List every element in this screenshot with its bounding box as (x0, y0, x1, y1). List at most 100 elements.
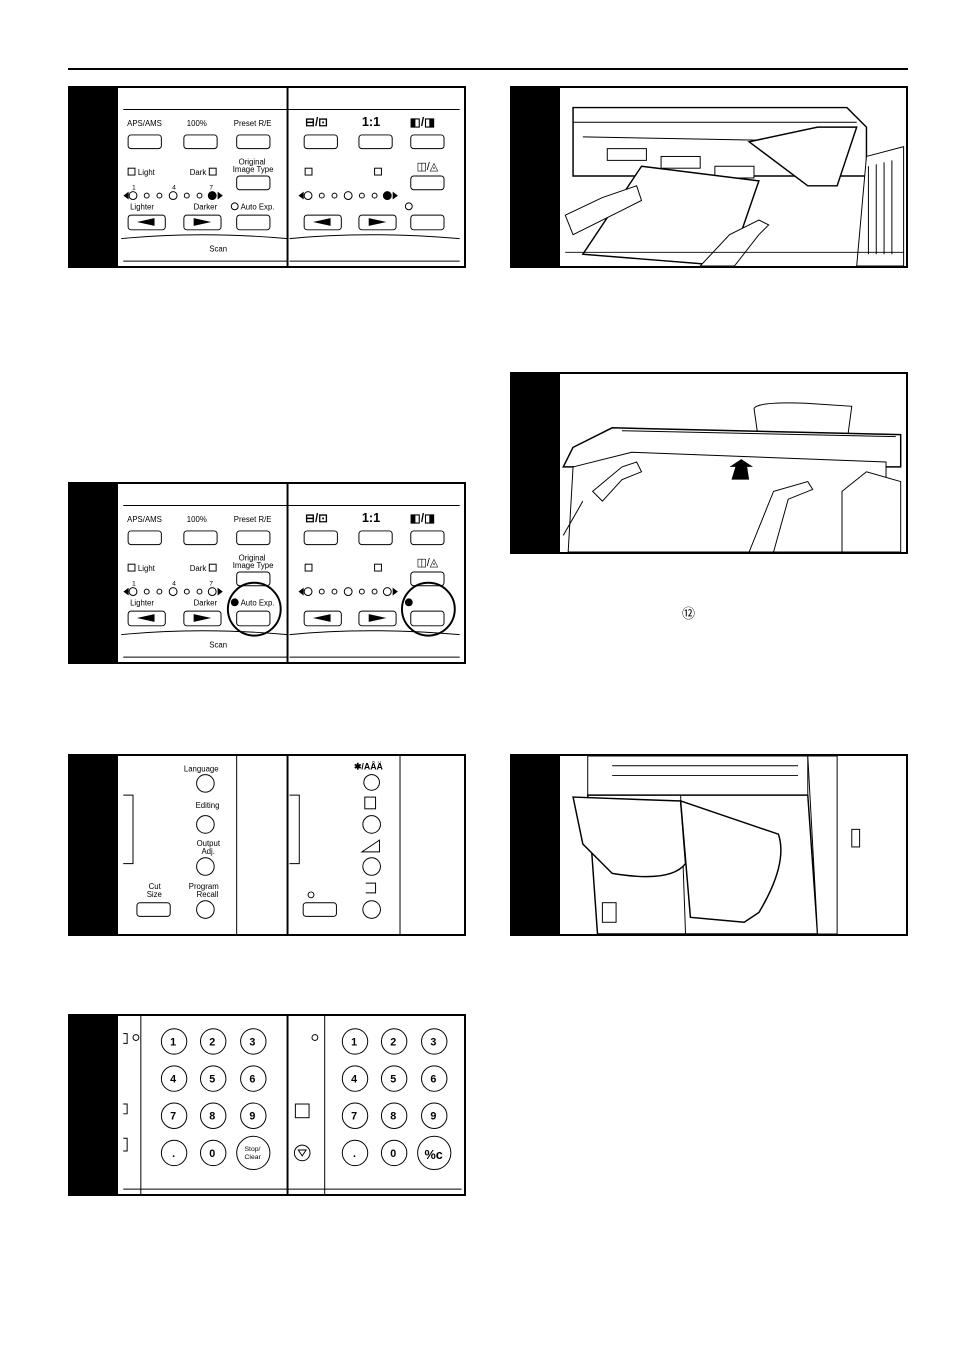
highlight-circle (226, 581, 282, 637)
one-to-one-label: 1:1 (362, 114, 380, 129)
exposure-scale (298, 587, 398, 596)
one-to-one-button[interactable] (358, 134, 393, 150)
dark-indicator-icon (374, 167, 382, 176)
key-7-button[interactable] (341, 1102, 369, 1129)
duplex-mode-icon: ◧/◨ (410, 116, 435, 129)
output-adj-button[interactable] (196, 857, 215, 876)
cut-size-button[interactable] (136, 902, 171, 917)
copy-mode-icon: ⊟/⊡ (305, 512, 328, 525)
figure-tab (70, 484, 118, 662)
key-1-button[interactable] (160, 1028, 188, 1055)
key-1-button[interactable] (341, 1028, 369, 1055)
figure-feed-original (510, 372, 908, 554)
auto-exp-button[interactable] (236, 214, 271, 231)
callout-number: ⑫ (682, 606, 696, 621)
key-period-button[interactable] (341, 1139, 369, 1167)
key-9-label: 9 (430, 1111, 436, 1123)
dark-indicator-icon (208, 167, 217, 176)
key-5-button[interactable] (380, 1065, 408, 1092)
key-4-label: 4 (351, 1074, 357, 1086)
copy-output-illustration (572, 756, 861, 934)
original-image-type-button[interactable] (410, 571, 445, 587)
stop-label: Stop/ (245, 1146, 261, 1153)
light-indicator-icon (127, 563, 136, 572)
auto-exp-indicator-icon (230, 598, 239, 607)
language-button[interactable] (196, 774, 215, 793)
original-image-type-button[interactable] (410, 175, 445, 191)
editing-icon (364, 796, 377, 810)
lighter-label: Lighter (130, 598, 154, 607)
program-recall-button[interactable] (196, 900, 215, 919)
darker-label: Darker (194, 202, 218, 211)
duplex-mode-button[interactable] (410, 530, 445, 546)
key-6-label: 6 (430, 1074, 436, 1086)
original-label: Original (239, 157, 266, 166)
key-9-button[interactable] (240, 1102, 267, 1129)
image-type-icon: ◫/◬ (417, 557, 439, 569)
exposure-scale (123, 587, 223, 596)
language-button[interactable] (363, 774, 380, 791)
stop-clear-button[interactable] (236, 1135, 271, 1171)
key-3-button[interactable] (240, 1028, 267, 1055)
auto-exp-button[interactable] (236, 610, 271, 627)
program-recall-icon (365, 882, 377, 894)
duplex-mode-button[interactable] (410, 134, 445, 150)
copy-mode-button[interactable] (303, 530, 338, 546)
editing-button[interactable] (196, 815, 215, 834)
exposure-panel-illustration: APS/AMS 100% Preset R/E Light Dark Origi… (121, 88, 460, 266)
dark-label: Dark (190, 168, 207, 177)
cut-size-button[interactable] (302, 902, 337, 917)
key-8-label: 8 (209, 1111, 215, 1123)
100-percent-button[interactable] (183, 530, 218, 546)
key-0-label: 0 (209, 1148, 215, 1160)
figure-copy-output (510, 754, 908, 936)
key-2-label: 2 (390, 1036, 396, 1048)
auto-exp-button[interactable] (410, 610, 445, 627)
scan-label: Scan (209, 640, 227, 649)
key-7-button[interactable] (160, 1102, 188, 1129)
numeric-keypad-illustration: 1 2 3 4 5 6 7 8 9 . 0 Stop/ Clear (123, 1016, 462, 1194)
key-4-button[interactable] (341, 1065, 369, 1092)
one-to-one-label: 1:1 (362, 510, 380, 525)
auto-exp-button[interactable] (410, 214, 445, 231)
editing-button[interactable] (362, 815, 381, 834)
cut-size-icon (307, 891, 315, 899)
original-image-type-button[interactable] (236, 175, 271, 191)
one-to-one-button[interactable] (358, 530, 393, 546)
output-adj-button[interactable] (362, 857, 381, 876)
key-9-button[interactable] (421, 1102, 448, 1129)
key-period-label: . (353, 1148, 356, 1160)
aps-ams-button[interactable] (127, 530, 162, 546)
100-percent-button[interactable] (183, 134, 218, 150)
aps-ams-button[interactable] (127, 134, 162, 150)
key-3-label: 3 (430, 1036, 436, 1048)
preset-re-button[interactable] (236, 530, 271, 546)
key-8-button[interactable] (380, 1102, 408, 1129)
key-period-button[interactable] (160, 1139, 188, 1167)
key-0-button[interactable] (200, 1139, 227, 1167)
dark-label: Dark (190, 564, 207, 573)
key-6-button[interactable] (421, 1065, 448, 1092)
key-2-button[interactable] (200, 1028, 227, 1055)
key-4-button[interactable] (160, 1065, 188, 1092)
auto-exp-indicator-icon (404, 202, 413, 211)
program-recall-button[interactable] (362, 900, 381, 919)
editing-label: Editing (196, 801, 220, 810)
key-2-button[interactable] (380, 1028, 408, 1055)
scale-1-label: 1 (132, 185, 136, 192)
key-0-button[interactable] (380, 1139, 408, 1167)
key-6-button[interactable] (240, 1065, 267, 1092)
preset-re-button[interactable] (236, 134, 271, 150)
clear-button[interactable] (417, 1135, 452, 1171)
key-5-button[interactable] (200, 1065, 227, 1092)
aps-ams-label: APS/AMS (127, 119, 162, 128)
key-3-button[interactable] (421, 1028, 448, 1055)
function-keys-illustration: Language Editing Output Adj. Cut Size Pr… (123, 756, 401, 934)
language-aaa-label: ✱/AÂÄ (354, 761, 384, 772)
key-8-button[interactable] (200, 1102, 227, 1129)
original-label: Original (239, 553, 266, 562)
copy-mode-button[interactable] (303, 134, 338, 150)
dark-indicator-icon (374, 563, 382, 572)
original-image-type-button[interactable] (236, 571, 271, 587)
key-0-label: 0 (390, 1148, 396, 1160)
